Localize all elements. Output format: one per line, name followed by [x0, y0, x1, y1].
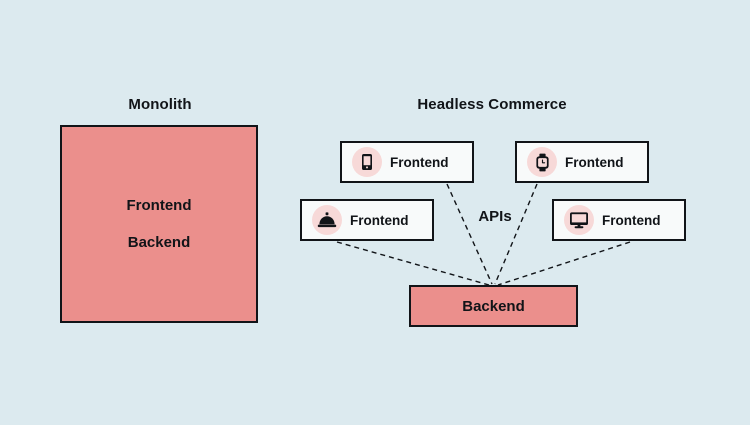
desktop-monitor-icon [564, 205, 594, 235]
frontend-card-label: Frontend [350, 212, 409, 228]
headless-backend-label: Backend [462, 297, 525, 315]
frontend-card-label: Frontend [565, 154, 624, 170]
monolith-frontend-label: Frontend [126, 197, 192, 214]
monolith-backend-label: Backend [127, 234, 191, 251]
frontend-card-label: Frontend [390, 154, 449, 170]
connector-line-bell [336, 241, 490, 286]
service-bell-icon [312, 205, 342, 235]
mobile-phone-icon [352, 147, 382, 177]
monolith-box: Frontend Backend [60, 125, 258, 323]
apis-label: APIs [478, 208, 512, 225]
connector-line-mobile [446, 183, 493, 285]
frontend-card-desktop[interactable]: Frontend [552, 199, 686, 241]
frontend-card-smartwatch[interactable]: Frontend [515, 141, 649, 183]
frontend-card-service-bell[interactable]: Frontend [300, 199, 434, 241]
frontend-card-label: Frontend [602, 212, 661, 228]
frontend-card-mobile[interactable]: Frontend [340, 141, 474, 183]
connector-line-watch [494, 183, 538, 285]
monolith-section-title: Monolith [128, 96, 192, 113]
connector-line-desktop [497, 241, 631, 286]
smartwatch-icon [527, 147, 557, 177]
headless-backend-box: Backend [409, 285, 578, 327]
headless-commerce-section-title: Headless Commerce [417, 96, 567, 113]
